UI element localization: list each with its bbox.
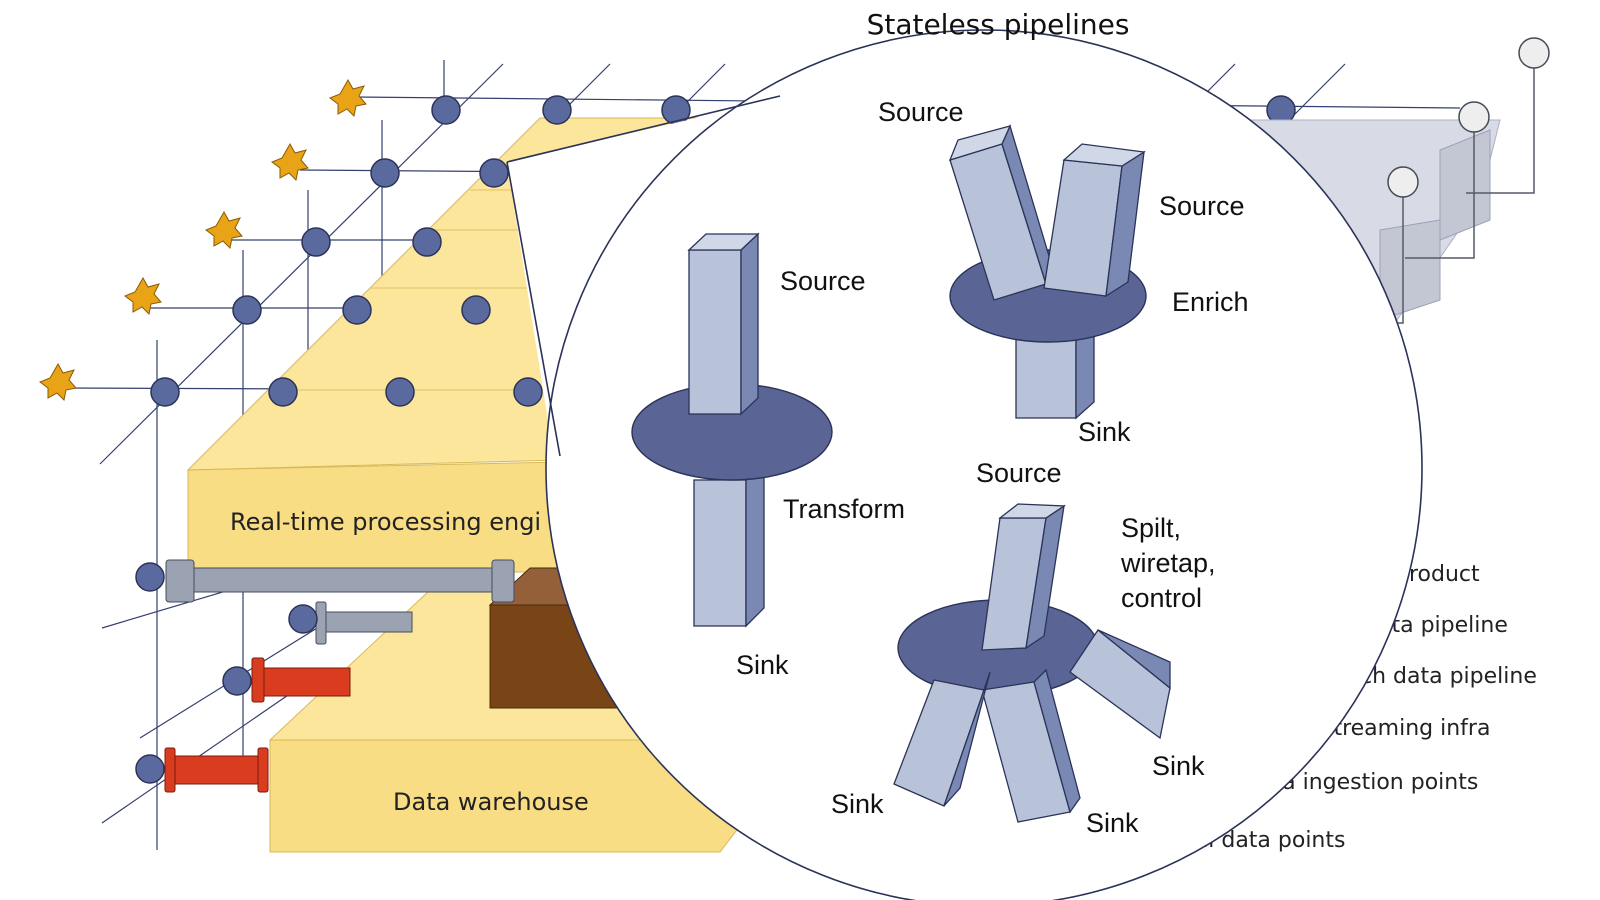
split-source-label: Source (976, 458, 1062, 488)
magnifier-circle (545, 29, 1423, 900)
magnifier-connector (506, 95, 781, 163)
enrich-source-label-1: Source (878, 97, 964, 127)
star-icon (328, 78, 367, 118)
red-pipes (164, 657, 351, 793)
sink-pillar-left (893, 671, 991, 807)
grey-pipes (165, 559, 515, 645)
sink-pillar (693, 460, 765, 628)
transform-sink-label: Sink (736, 650, 789, 680)
split-processor-label-2: wiretap, (1120, 548, 1216, 578)
sink-pillar (1015, 314, 1095, 420)
grid-node (431, 95, 461, 125)
split-processor-label-3: control (1121, 583, 1202, 613)
grid-node (385, 377, 415, 407)
right-label: ch data pipeline (1360, 664, 1537, 689)
realtime-engine-label: Real-time processing engi (230, 508, 541, 536)
grid-node (268, 377, 298, 407)
source-pillar (687, 232, 760, 416)
grid-node (479, 158, 509, 188)
star-icon (123, 276, 162, 316)
right-label: ata pipeline (1378, 613, 1508, 638)
enrich-pipeline: Source Source Enrich Sink (878, 97, 1249, 447)
transform-source-label: Source (780, 266, 866, 296)
split-processor-label-1: Spilt, (1121, 513, 1181, 543)
grid-node (370, 158, 400, 188)
split-sink-label-1: Sink (831, 789, 884, 819)
right-labels: product ata pipeline ch data pipeline st… (1150, 562, 1537, 853)
data-warehouse-label: Data warehouse (393, 788, 589, 816)
grid-node (661, 95, 691, 125)
source-pillar (981, 503, 1067, 651)
pin-node (1387, 166, 1419, 198)
star-markers (38, 78, 367, 402)
grid-node (232, 295, 262, 325)
star-icon (204, 210, 243, 250)
sink-pillar-middle (981, 668, 1081, 823)
split-sink-label-3: Sink (1152, 751, 1205, 781)
enrich-source-label-2: Source (1159, 191, 1245, 221)
split-sink-label-2: Sink (1086, 808, 1139, 838)
source-pillar-right (1043, 143, 1146, 298)
star-icon (270, 142, 309, 182)
transform-pipeline: Source Transform Sink (631, 232, 905, 680)
sink-pillar-right (1069, 629, 1171, 740)
diagram-title: Stateless pipelines (867, 8, 1130, 41)
grid-node (288, 604, 318, 634)
split-pipeline: Source Spilt, wiretap, control Sink Sink… (831, 458, 1216, 838)
grid-nodes (135, 95, 1296, 784)
enrich-processor-label: Enrich (1172, 287, 1249, 317)
grid-node (461, 295, 491, 325)
grid-node (301, 227, 331, 257)
grid-node (150, 377, 180, 407)
grid-node (135, 562, 165, 592)
grid-node (342, 295, 372, 325)
grid-node (513, 377, 543, 407)
grid-node (542, 95, 572, 125)
transform-processor-label: Transform (783, 494, 905, 524)
grid-node (222, 666, 252, 696)
right-label: streaming infra (1322, 716, 1490, 741)
grid-node (412, 227, 442, 257)
star-icon (38, 362, 77, 402)
magnifier-connector (506, 161, 561, 457)
pin-node (1518, 37, 1550, 69)
grid-node (135, 754, 165, 784)
pin-node (1458, 101, 1490, 133)
enrich-sink-label: Sink (1078, 417, 1131, 447)
